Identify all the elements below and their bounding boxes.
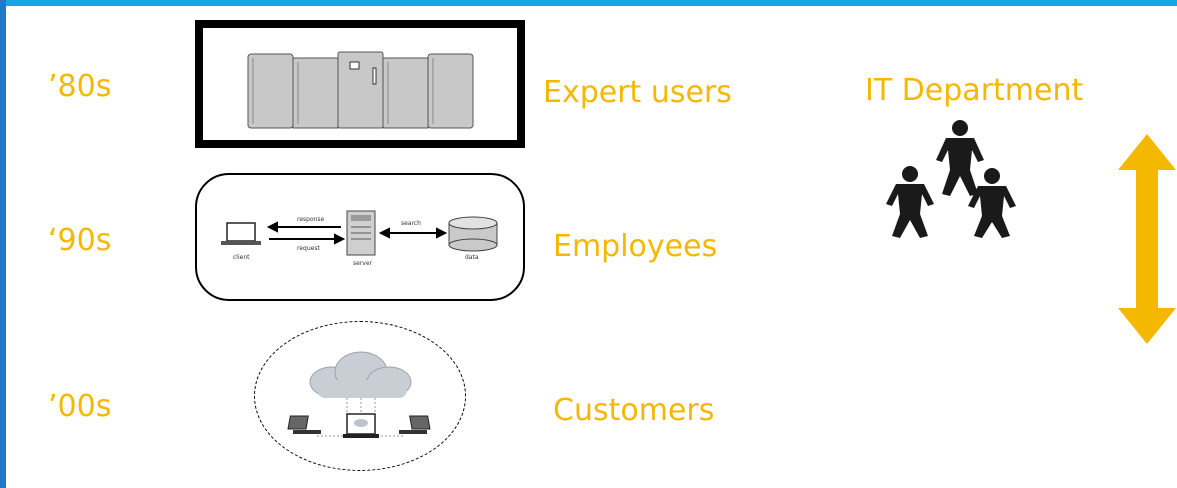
laptop-left-icon (287, 415, 321, 434)
slide-left-border (0, 0, 6, 488)
search-label: search (401, 220, 421, 227)
it-department-label: IT Department (865, 73, 1084, 108)
laptop-right-icon (399, 415, 431, 434)
vertical-double-arrow-icon (1118, 134, 1176, 344)
cloud-icon (309, 351, 412, 398)
server-icon (346, 210, 376, 256)
data-label: data (465, 254, 479, 261)
response-label: response (297, 216, 325, 223)
cloud-frame (254, 321, 466, 471)
server-label: server (353, 260, 373, 267)
people-group-icon (886, 120, 1016, 238)
laptop-center-icon (343, 413, 379, 438)
cloud-computing-image (287, 351, 431, 438)
users-label-customers: Customers (553, 393, 715, 428)
database-icon (448, 216, 498, 252)
era-label-00s: ’00s (48, 389, 112, 424)
era-label-90s: ‘90s (48, 223, 112, 258)
users-label-expert: Expert users (543, 75, 732, 110)
users-label-employees: Employees (553, 229, 718, 264)
request-label: request (297, 245, 320, 252)
era-label-80s: ’80s (48, 69, 112, 104)
slide-top-border (0, 0, 1177, 6)
client-label: client (233, 254, 250, 261)
client-server-frame: response request search client server da… (195, 173, 525, 301)
laptop-icon (221, 222, 261, 245)
mainframe-cabinets-image (247, 51, 474, 129)
mainframe-frame (195, 20, 525, 148)
client-server-diagram: response request search client server da… (221, 210, 498, 267)
